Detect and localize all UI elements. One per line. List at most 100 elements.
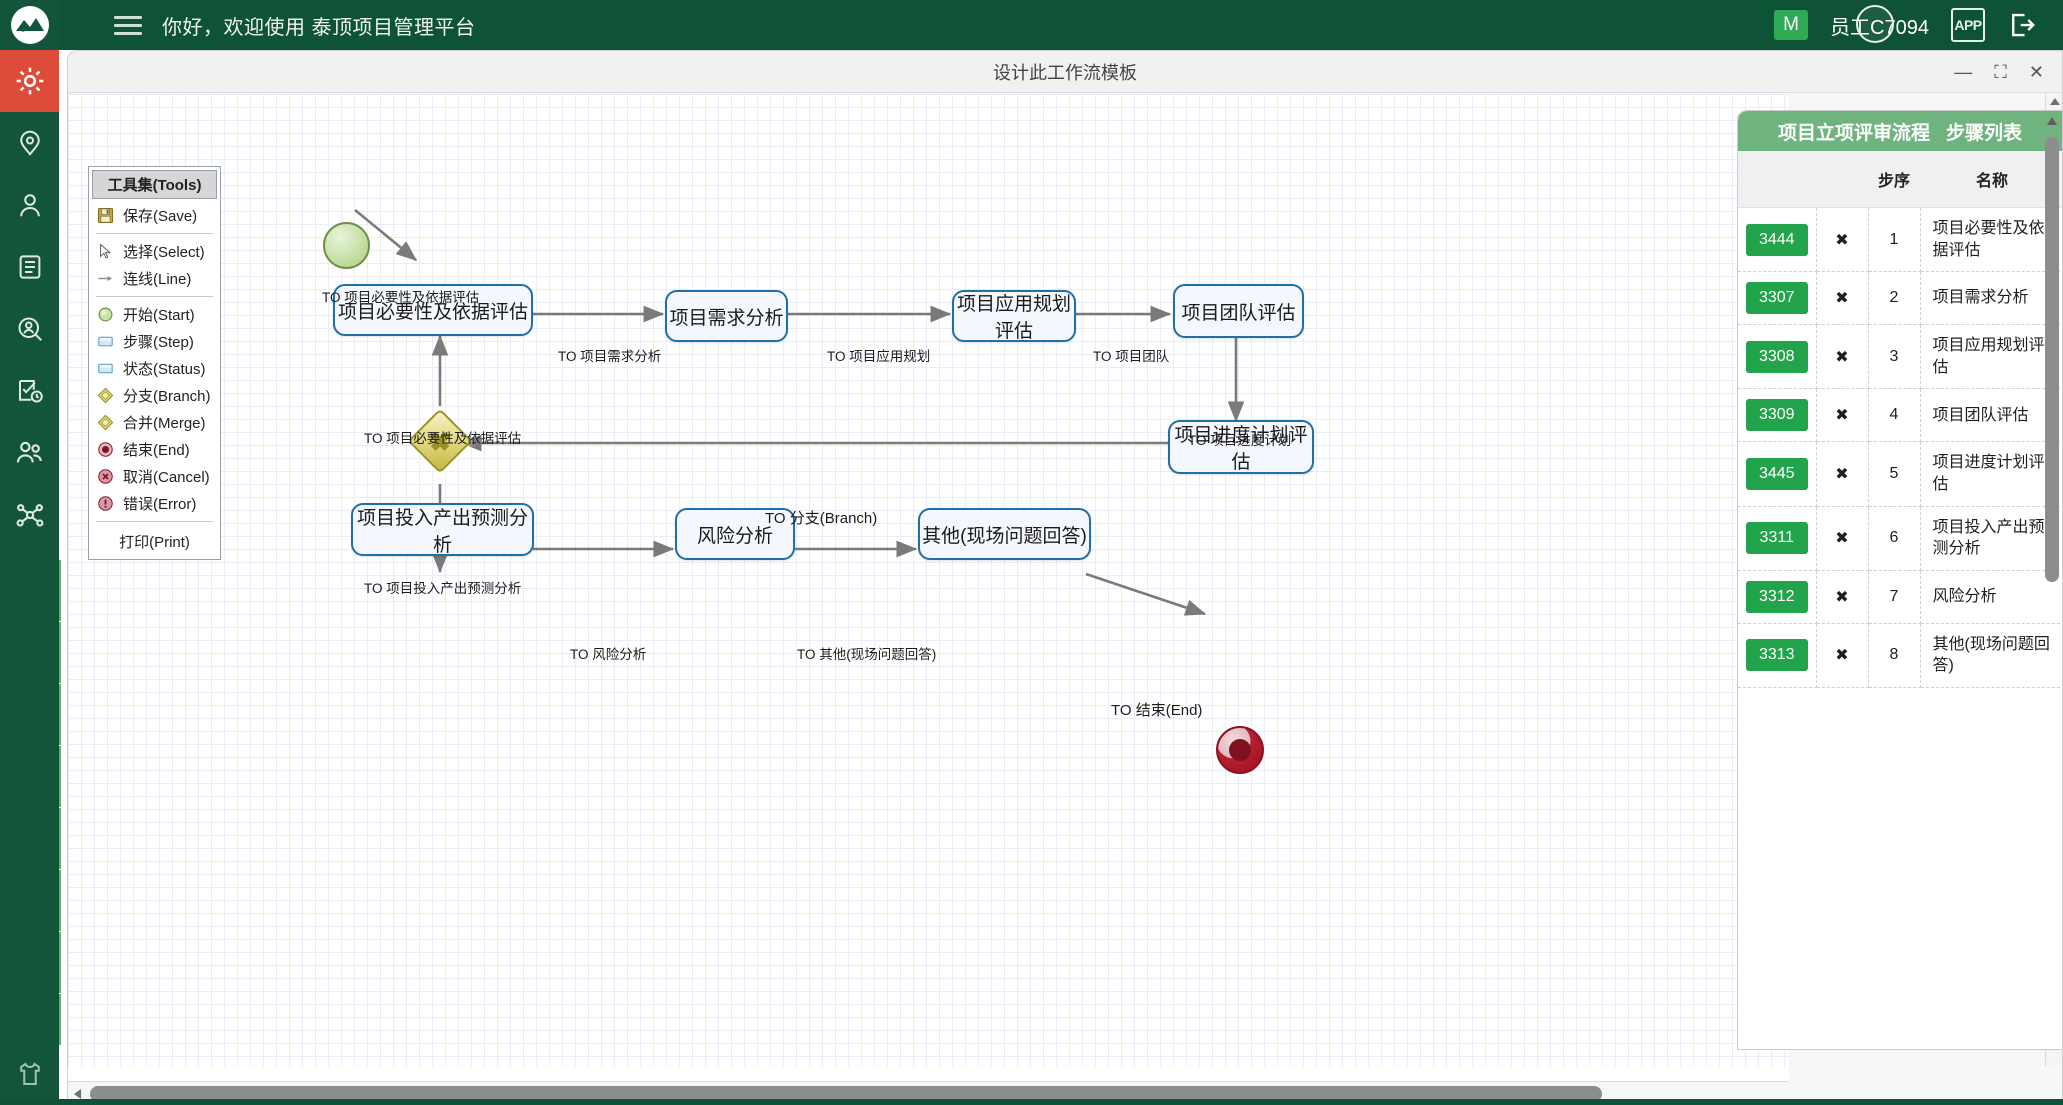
flow-canvas-grid[interactable]: 项目必要性及依据评估 项目需求分析 项目应用规划评估 项目团队评估 项目进度计划… [68, 94, 1789, 1066]
flow-node-step-2[interactable]: 项目需求分析 [665, 290, 788, 342]
scroll-up-arrow-icon[interactable] [2050, 98, 2060, 105]
flow-canvas-area[interactable]: 项目必要性及依据评估 项目需求分析 项目应用规划评估 项目团队评估 项目进度计划… [68, 94, 1789, 1104]
delete-step-button[interactable]: ✖ [1816, 324, 1869, 390]
table-row[interactable]: 3313 ✖ 8 其他(现场问题回答) [1738, 623, 2062, 688]
panel-vscroll-thumb[interactable] [2045, 137, 2059, 582]
logout-icon[interactable] [2007, 9, 2037, 41]
flow-node-step-8[interactable]: 其他(现场问题回答) [918, 508, 1091, 560]
cell-order: 6 [1868, 506, 1921, 571]
table-row[interactable]: 3307 ✖ 2 项目需求分析 [1738, 271, 2062, 326]
tool-save[interactable]: 保存(Save) [89, 202, 220, 229]
cell-order: 5 [1868, 441, 1921, 507]
flow-node-step-6[interactable]: 项目投入产出预测分析 [351, 503, 534, 556]
app-download-badge[interactable]: APP [1951, 8, 1985, 42]
tool-branch[interactable]: 分支(Branch) [89, 382, 220, 409]
flow-node-step-4[interactable]: 项目团队评估 [1173, 284, 1304, 338]
tools-palette: 工具集(Tools) 保存(Save) [88, 166, 221, 560]
hamburger-menu-icon[interactable] [114, 11, 142, 40]
steps-panel-scrollbar[interactable] [2044, 111, 2060, 1049]
step-id-chip[interactable]: 3312 [1745, 580, 1808, 613]
panel-scroll-up-arrow-icon[interactable] [2047, 117, 2057, 125]
delete-step-button[interactable]: ✖ [1816, 506, 1869, 571]
edge-label-step7-to-step8: TO 其他(现场问题回答) [797, 647, 937, 662]
left-icon-rail [0, 0, 59, 1105]
delete-step-button[interactable]: ✖ [1816, 570, 1869, 624]
rail-item-network-nodes[interactable] [0, 484, 59, 546]
tool-select[interactable]: 选择(Select) [89, 238, 220, 265]
rail-item-gear[interactable] [0, 50, 59, 112]
window-title: 设计此工作流模板 [993, 62, 1137, 83]
cell-order: 7 [1868, 570, 1921, 624]
cell-order: 8 [1868, 623, 1921, 688]
tool-step[interactable]: 步骤(Step) [89, 328, 220, 355]
delete-step-button[interactable]: ✖ [1816, 388, 1869, 443]
flow-node-end[interactable] [1216, 726, 1264, 774]
cell-name: 项目进度计划评估 [1920, 441, 2062, 507]
step-id-chip[interactable]: 3308 [1745, 340, 1808, 373]
step-id-chip[interactable]: 3444 [1745, 223, 1808, 256]
tool-status[interactable]: 状态(Status) [89, 355, 220, 382]
tool-line-label: 连线(Line) [123, 271, 192, 288]
table-row[interactable]: 3444 ✖ 1 项目必要性及依据评估 [1738, 207, 2062, 273]
step-id-chip[interactable]: 3311 [1745, 522, 1808, 555]
tool-merge-label: 合并(Merge) [123, 415, 206, 432]
tool-line[interactable]: 连线(Line) [89, 265, 220, 292]
user-name[interactable]: 员工C7094 [1830, 4, 1929, 43]
cursor-arrow-icon [100, 243, 112, 259]
cell-name: 项目团队评估 [1920, 388, 2062, 443]
rail-item-document[interactable] [0, 236, 59, 298]
delete-step-button[interactable]: ✖ [1816, 207, 1869, 273]
flow-node-step-7[interactable]: 风险分析 [675, 508, 795, 560]
minimize-button[interactable]: — [1954, 62, 1973, 82]
rail-item-checklist-edit[interactable] [0, 360, 59, 422]
rail-item-location[interactable] [0, 112, 59, 174]
hscroll-thumb[interactable] [90, 1086, 1602, 1102]
cell-name: 其他(现场问题回答) [1920, 623, 2062, 688]
step-id-chip[interactable]: 3309 [1745, 399, 1808, 432]
table-row[interactable]: 3308 ✖ 3 项目应用规划评估 [1738, 324, 2062, 390]
delete-step-button[interactable]: ✖ [1816, 623, 1869, 688]
table-row[interactable]: 3445 ✖ 5 项目进度计划评估 [1738, 441, 2062, 507]
avatar[interactable]: M [1774, 10, 1809, 40]
scroll-left-arrow-icon[interactable] [74, 1089, 81, 1099]
cell-order: 1 [1868, 207, 1921, 273]
rail-item-user[interactable] [0, 174, 59, 236]
flow-node-step-1[interactable]: 项目必要性及依据评估 [333, 284, 533, 336]
app-logo[interactable] [0, 0, 59, 50]
cell-name: 项目必要性及依据评估 [1920, 207, 2062, 273]
mouse-cursor-ring [1856, 4, 1895, 43]
edge-label-step8-to-end: TO 结束(End) [1111, 702, 1203, 719]
step-id-chip[interactable]: 3307 [1745, 282, 1808, 315]
window-titlebar: 设计此工作流模板 — ⛶ ✕ [68, 51, 2062, 93]
rail-item-user-search[interactable] [0, 298, 59, 360]
tool-error[interactable]: 错误(Error) [89, 490, 220, 517]
flow-node-step-5[interactable]: 项目进度计划评估 [1168, 420, 1314, 474]
table-row[interactable]: 3309 ✖ 4 项目团队评估 [1738, 388, 2062, 443]
close-button[interactable]: ✕ [2028, 62, 2044, 82]
rail-item-users-group[interactable] [0, 422, 59, 484]
tool-cancel[interactable]: 取消(Cancel) [89, 463, 220, 490]
edge-label-merge-to-step1: TO 项目必要性及依据评估 [364, 431, 522, 446]
tool-print[interactable]: 打印(Print) [119, 534, 190, 551]
flow-node-start[interactable] [323, 222, 370, 269]
tool-merge[interactable]: 合并(Merge) [89, 409, 220, 436]
delete-step-button[interactable]: ✖ [1816, 271, 1869, 326]
step-id-chip[interactable]: 3313 [1745, 639, 1808, 672]
table-row[interactable]: 3311 ✖ 6 项目投入产出预测分析 [1738, 506, 2062, 571]
rail-item-shirt[interactable] [0, 1043, 59, 1105]
edge-label-step2-to-step3: TO 项目应用规划 [827, 349, 931, 364]
flow-node-step-3[interactable]: 项目应用规划评估 [952, 290, 1076, 342]
canvas-horizontal-scrollbar[interactable] [68, 1081, 1789, 1104]
table-row[interactable]: 3312 ✖ 7 风险分析 [1738, 570, 2062, 624]
maximize-button[interactable]: ⛶ [1994, 62, 2007, 82]
step-id-chip[interactable]: 3445 [1745, 457, 1808, 490]
tool-start-label: 开始(Start) [123, 307, 195, 324]
step-rect-icon [98, 336, 113, 347]
tool-end[interactable]: 结束(End) [89, 436, 220, 463]
cell-id: 3307 [1738, 271, 1817, 326]
delete-step-button[interactable]: ✖ [1816, 441, 1869, 507]
start-circle-icon [98, 307, 113, 322]
tool-start[interactable]: 开始(Start) [89, 301, 220, 328]
error-circle-icon [98, 496, 113, 511]
